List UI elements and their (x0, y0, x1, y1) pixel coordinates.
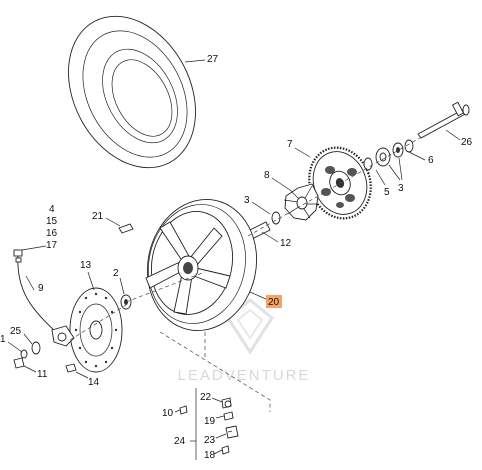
callout-9[interactable]: 9 (38, 283, 44, 294)
wheel-rim[interactable] (135, 189, 268, 341)
bearing-mid[interactable] (271, 211, 281, 225)
valve-body[interactable] (225, 425, 239, 439)
callout-10[interactable]: 10 (162, 408, 174, 419)
valve-stem-group (190, 388, 197, 460)
callout-25[interactable]: 25 (10, 326, 22, 337)
callout-19[interactable]: 19 (204, 416, 216, 427)
brake-disc[interactable] (69, 287, 123, 373)
highlight-20 (266, 295, 282, 308)
bearing-right-2[interactable] (392, 142, 404, 158)
watermark: LEADVENTURE (178, 298, 311, 384)
callout-15[interactable]: 15 (46, 216, 58, 227)
valve-nut[interactable] (223, 411, 234, 421)
callout-1[interactable]: 1 (0, 334, 6, 345)
tire[interactable] (43, 0, 221, 190)
valve-grommet[interactable] (221, 445, 230, 455)
nut-left[interactable] (13, 357, 25, 369)
callout-2[interactable]: 2 (113, 268, 119, 279)
callout-12[interactable]: 12 (280, 238, 292, 249)
callout-18[interactable]: 18 (204, 450, 216, 461)
valve-cap[interactable] (221, 397, 232, 409)
callout-4[interactable]: 4 (49, 204, 55, 215)
callout-20[interactable]: 20 (268, 297, 280, 308)
callout-13[interactable]: 13 (80, 260, 92, 271)
callout-17[interactable]: 17 (46, 240, 58, 251)
callout-6[interactable]: 6 (428, 155, 434, 166)
callout-21[interactable]: 21 (92, 211, 104, 222)
callout-3-right[interactable]: 3 (398, 183, 404, 194)
callout-27[interactable]: 27 (207, 54, 219, 65)
valve-core[interactable] (179, 405, 188, 415)
callout-23[interactable]: 23 (204, 435, 216, 446)
callout-7[interactable]: 7 (287, 139, 293, 150)
callout-24[interactable]: 24 (174, 436, 186, 447)
cush-drive[interactable] (283, 183, 319, 221)
callout-11[interactable]: 11 (37, 369, 48, 380)
callout-8[interactable]: 8 (264, 170, 270, 181)
watermark-text: LEADVENTURE (178, 367, 311, 384)
callout-22[interactable]: 22 (200, 392, 212, 403)
disc-bolt[interactable] (65, 363, 77, 373)
callout-3-mid[interactable]: 3 (244, 195, 250, 206)
callout-14[interactable]: 14 (88, 377, 100, 388)
wheel-speed-sensor[interactable] (13, 249, 75, 347)
balance-weight[interactable] (118, 223, 134, 234)
spacer-right[interactable] (375, 147, 391, 167)
callout-16[interactable]: 16 (46, 228, 58, 239)
callout-26[interactable]: 26 (461, 137, 473, 148)
sprocket[interactable] (299, 139, 380, 227)
axle[interactable] (417, 101, 470, 139)
spacer-left[interactable] (20, 341, 41, 359)
callout-5[interactable]: 5 (384, 187, 390, 198)
bearing-right-1[interactable] (363, 157, 373, 171)
